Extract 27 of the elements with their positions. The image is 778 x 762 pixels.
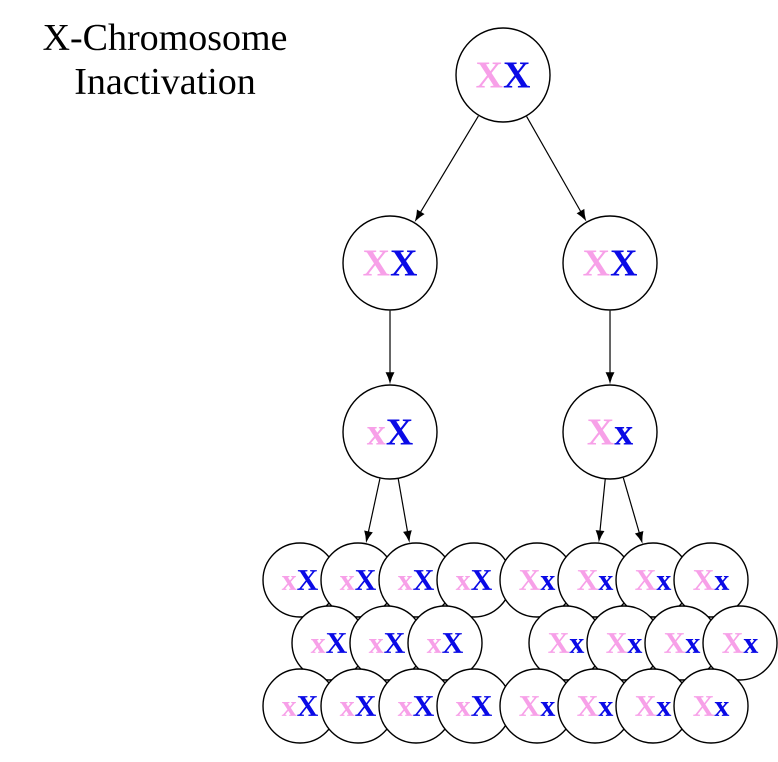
node-label: X xyxy=(519,696,540,716)
node-label: x xyxy=(456,702,471,716)
arrow xyxy=(596,479,606,541)
arrow xyxy=(622,478,644,542)
node-label: x xyxy=(540,702,556,716)
title: X-Chromosome Inactivation xyxy=(43,24,286,94)
node-label: x xyxy=(282,702,297,716)
node-label: X xyxy=(577,696,598,716)
node-label: X xyxy=(297,696,318,716)
node-label: x xyxy=(656,702,672,716)
node-label: X xyxy=(413,696,434,716)
node-label: X xyxy=(635,696,656,716)
arrow xyxy=(526,116,586,220)
node-label: x xyxy=(743,639,758,653)
node-label: X xyxy=(471,696,492,716)
node-label: x xyxy=(398,702,413,716)
node-label: x xyxy=(340,702,355,716)
arrow xyxy=(386,310,394,382)
arrow xyxy=(415,116,479,221)
node-label: X xyxy=(693,696,714,716)
node-label: X xyxy=(355,696,376,716)
arrow xyxy=(364,478,381,542)
arrow xyxy=(606,310,614,382)
node-label: X xyxy=(722,633,743,653)
node-label: x xyxy=(714,702,730,716)
arrow xyxy=(398,478,412,542)
node-label: x xyxy=(598,702,614,716)
